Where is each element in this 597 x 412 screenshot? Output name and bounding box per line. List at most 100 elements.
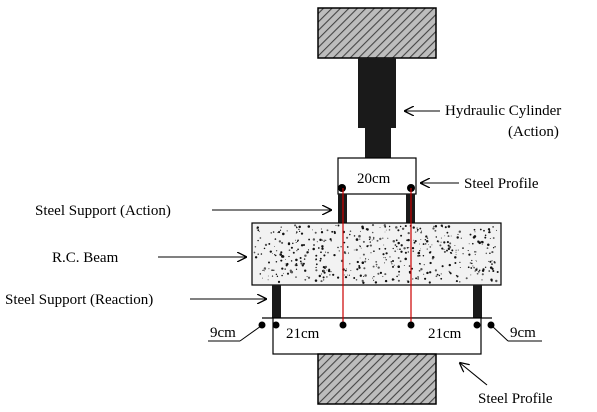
aggregate-speck [267,275,269,277]
aggregate-speck [274,254,277,257]
right-shear-span-label: 21cm [428,326,462,342]
aggregate-speck [320,228,322,230]
aggregate-speck [332,273,335,276]
aggregate-speck [399,248,401,250]
aggregate-speck [273,269,275,271]
aggregate-speck [322,269,325,272]
aggregate-speck [437,241,440,243]
aggregate-speck [390,261,393,263]
aggregate-speck [417,276,419,278]
reaction-support-left [272,285,281,318]
aggregate-speck [484,266,487,269]
aggregate-speck [392,247,394,250]
aggregate-speck [277,232,279,234]
aggregate-speck [385,259,387,261]
aggregate-speck [315,254,318,257]
aggregate-speck [441,247,444,250]
aggregate-speck [419,227,422,230]
aggregate-speck [337,276,340,279]
aggregate-speck [377,266,380,269]
aggregate-speck [476,260,477,262]
aggregate-speck [299,260,302,263]
top-span-label: 20cm [357,171,391,187]
aggregate-speck [433,225,435,228]
aggregate-speck [270,232,272,234]
aggregate-speck [374,281,378,284]
aggregate-speck [323,271,326,274]
aggregate-speck [295,239,297,241]
aggregate-speck [436,273,439,276]
aggregate-speck [296,250,298,252]
aggregate-speck [318,274,322,278]
aggregate-speck [431,244,433,246]
aggregate-speck [440,273,442,275]
aggregate-speck [385,229,387,231]
aggregate-speck [469,262,472,264]
aggregate-speck [474,253,476,256]
aggregate-speck [382,275,384,278]
aggregate-speck [366,245,369,248]
aggregate-speck [418,262,421,265]
aggregate-speck [315,269,318,272]
aggregate-speck [295,276,297,278]
aggregate-speck [325,239,327,241]
aggregate-speck [429,261,432,265]
aggregate-speck [406,280,408,282]
aggregate-speck [292,242,294,245]
aggregate-speck [294,224,297,227]
aggregate-speck [429,251,432,253]
aggregate-speck [456,275,459,278]
aggregate-speck [450,235,452,237]
aggregate-speck [263,270,265,272]
aggregate-speck [369,244,372,247]
aggregate-speck [485,252,488,255]
aggregate-speck [373,250,375,253]
aggregate-speck [492,226,494,228]
aggregate-speck [468,253,471,256]
aggregate-speck [362,253,365,256]
aggregate-speck [488,231,491,234]
aggregate-speck [375,260,378,263]
aggregate-speck [364,258,367,260]
aggregate-speck [456,280,458,282]
aggregate-speck [278,240,282,243]
aggregate-speck [493,261,496,263]
aggregate-speck [397,248,399,250]
aggregate-speck [444,235,446,237]
aggregate-speck [383,257,385,259]
aggregate-speck [391,263,393,265]
aggregate-speck [320,231,324,234]
aggregate-speck [321,247,324,250]
aggregate-speck [484,236,487,239]
aggregate-speck [302,262,305,265]
aggregate-speck [392,265,394,268]
aggregate-speck [338,250,340,252]
rc-beam [251,222,502,286]
aggregate-speck [451,249,454,252]
aggregate-speck [406,247,409,249]
aggregate-speck [435,236,438,238]
aggregate-speck [363,267,366,270]
aggregate-speck [379,237,382,241]
aggregate-speck [319,238,322,242]
aggregate-speck [408,265,411,267]
aggregate-speck [316,241,318,243]
aggregate-speck [298,225,301,229]
aggregate-speck [384,279,388,283]
aggregate-speck [403,265,405,267]
aggregate-speck [262,269,264,271]
steel-support-reaction-label: Steel Support (Reaction) [5,292,153,308]
top-reaction-frame [317,7,437,59]
aggregate-speck [321,273,322,275]
aggregate-speck [275,250,278,252]
aggregate-speck [279,253,282,256]
aggregate-speck [353,277,356,279]
aggregate-speck [353,235,356,237]
aggregate-speck [296,240,299,243]
aggregate-speck [373,279,375,281]
aggregate-speck [284,268,286,270]
aggregate-speck [379,226,381,228]
aggregate-speck [272,253,274,254]
aggregate-speck [471,259,473,262]
